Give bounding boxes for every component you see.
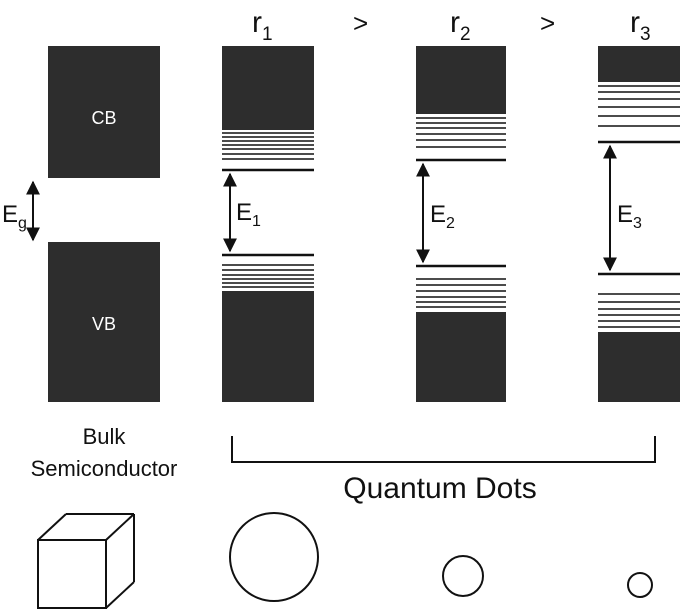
qd2-valence-levels bbox=[416, 264, 506, 308]
bulk-gap-label: Eg bbox=[2, 201, 27, 232]
quantum-dots-bracket bbox=[231, 436, 656, 463]
qd2-conduction-levels bbox=[416, 117, 506, 162]
bulk-valence-band bbox=[48, 242, 160, 402]
qd2-conduction-band bbox=[416, 46, 506, 114]
qd3-conduction-levels bbox=[598, 85, 680, 144]
qd3-valence-levels bbox=[598, 272, 680, 328]
quantum-dots-label: Quantum Dots bbox=[343, 472, 536, 505]
qd1-gap-label: E1 bbox=[236, 199, 261, 230]
qd2-gap-label: E2 bbox=[430, 201, 455, 232]
greater-than-symbol-1: > bbox=[353, 8, 368, 38]
bulk-caption-line1: Bulk bbox=[83, 424, 127, 449]
bulk-conduction-band bbox=[48, 46, 160, 178]
qd3-gap-label: E3 bbox=[617, 201, 642, 232]
qd2-valence-band bbox=[416, 312, 506, 402]
qd1-conduction-levels bbox=[222, 132, 314, 172]
quantum-dot-large-circle-icon bbox=[229, 512, 319, 602]
bulk-cb-label: CB bbox=[91, 108, 116, 128]
qd1-conduction-band bbox=[222, 46, 314, 130]
radius-label-r3: r3 bbox=[630, 6, 651, 45]
qd1-valence-band bbox=[222, 291, 314, 402]
qd1-valence-levels bbox=[222, 253, 314, 288]
radius-label-r2: r2 bbox=[450, 6, 471, 45]
bulk-cube-icon bbox=[37, 513, 135, 609]
qd3-valence-band bbox=[598, 332, 680, 402]
qd3-conduction-band bbox=[598, 46, 680, 82]
bulk-vb-label: VB bbox=[92, 314, 116, 334]
bulk-caption-line2: Semiconductor bbox=[31, 456, 178, 481]
quantum-dot-medium-circle-icon bbox=[442, 555, 484, 597]
radius-label-r1: r1 bbox=[252, 6, 273, 45]
quantum-dot-small-circle-icon bbox=[627, 572, 653, 598]
greater-than-symbol-2: > bbox=[540, 8, 555, 38]
